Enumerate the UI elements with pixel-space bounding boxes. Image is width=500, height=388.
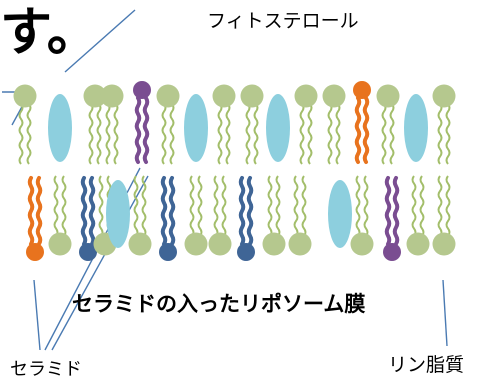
phospholipid-leader — [442, 279, 448, 347]
phospholipid — [376, 84, 400, 165]
phytosterol-molecule — [404, 94, 428, 162]
phospholipid — [13, 84, 37, 165]
phytosterol-molecule — [328, 180, 352, 248]
ceramide-molecule — [383, 176, 401, 261]
phospholipid — [184, 175, 208, 256]
phospholipid — [156, 84, 180, 165]
phytosterol-molecule — [184, 94, 208, 162]
membrane-caption: セラミドの入ったリポソーム膜 — [72, 292, 366, 316]
phytosterol-label: フィトステロール — [207, 10, 359, 32]
phytosterol-leader — [64, 9, 136, 73]
phytosterol-molecule — [48, 94, 72, 162]
phospholipid — [350, 175, 374, 256]
phospholipid — [48, 175, 72, 256]
bottom-leaflet — [26, 175, 456, 261]
phospholipid — [83, 84, 107, 165]
ceramide-molecule — [237, 176, 255, 261]
phospholipid — [432, 175, 456, 256]
ceramide-molecule — [133, 81, 151, 164]
phospholipid — [432, 84, 456, 165]
phospholipid — [240, 84, 264, 165]
phospholipid — [406, 175, 430, 256]
phospholipid — [100, 84, 124, 165]
phospholipid — [262, 175, 286, 256]
phospholipid — [128, 175, 152, 256]
top-leaflet — [13, 81, 456, 165]
ceramide-molecule — [159, 176, 177, 261]
phytosterol-molecule — [266, 94, 290, 162]
phospholipid — [212, 84, 236, 165]
phospholipid — [288, 175, 312, 256]
phytosterol-molecule — [106, 180, 130, 248]
phospholipid — [294, 84, 318, 165]
ceramide-molecule — [353, 81, 371, 164]
ceramide-leader — [33, 279, 41, 351]
ceramide-leader — [51, 175, 149, 351]
ceramide-molecule — [26, 176, 44, 261]
title-fragment: す。 — [0, 3, 99, 63]
phospholipid — [322, 84, 346, 165]
ceramide-label: セラミド — [10, 359, 82, 380]
phospholipid-label: リン脂質 — [388, 354, 465, 376]
phospholipid — [208, 175, 232, 256]
ceramide-molecule — [79, 176, 97, 261]
